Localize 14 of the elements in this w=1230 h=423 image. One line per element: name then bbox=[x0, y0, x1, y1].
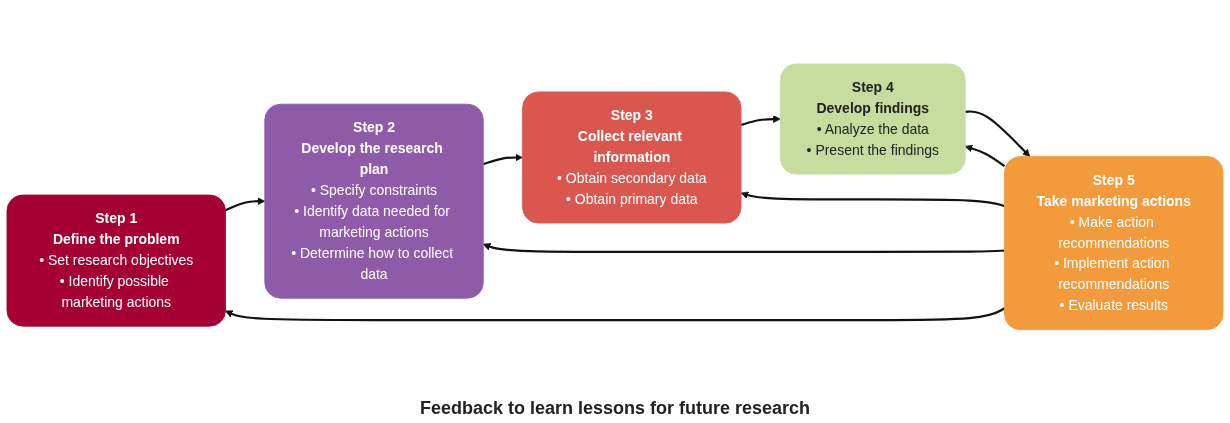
arrow bbox=[964, 144, 1006, 168]
node-box: Step 5 Take marketing actions • Make action recommendations • Implement action recommendations • Evaluate results bbox=[1004, 156, 1224, 331]
arrow bbox=[740, 191, 1005, 208]
node-box: Step 3 Collect relevant information • Obtain secondary data • Obtain primary data bbox=[522, 91, 742, 224]
node-box: Step 4 Develop findings • Analyze the data • Present the findings bbox=[779, 63, 966, 175]
feedback-caption: Feedback to learn lessons for future research bbox=[419, 398, 811, 419]
node-box: Step 1 Define the problem • Set research objectives • Identify possible marketing actions bbox=[6, 194, 226, 327]
arrow bbox=[225, 307, 1006, 322]
arrow bbox=[965, 110, 1031, 158]
arrow bbox=[740, 115, 781, 127]
arrow bbox=[482, 243, 1005, 254]
node-box: Step 2 Develop the research plan • Specify constraints • Identify data needed for marketing actions • Determine how to collect data bbox=[264, 103, 484, 299]
arrow bbox=[225, 197, 266, 212]
arrow bbox=[482, 153, 523, 166]
